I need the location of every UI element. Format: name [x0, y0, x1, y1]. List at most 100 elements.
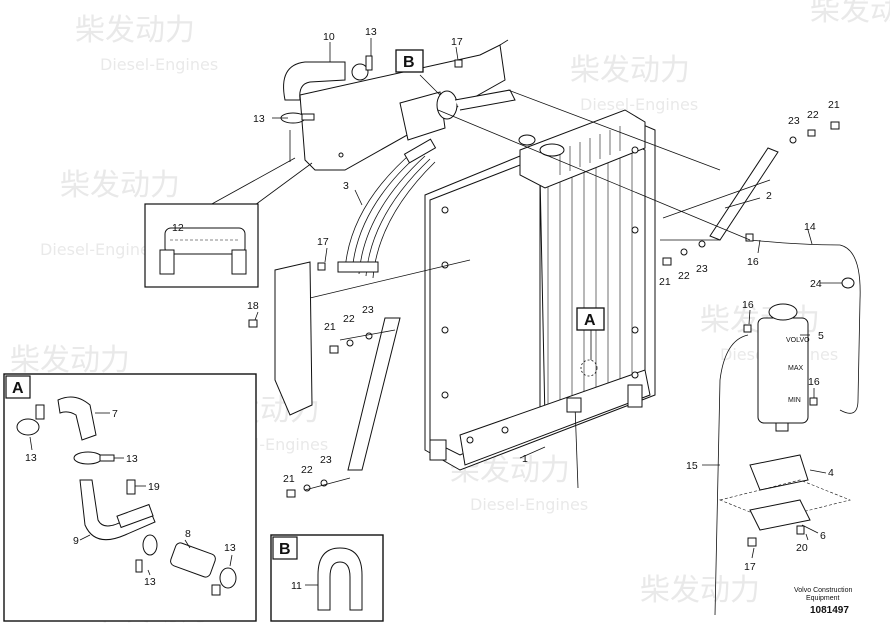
hose-15 [714, 334, 749, 616]
bracket-4 [749, 454, 809, 491]
detail-clamp-3-screw [135, 559, 143, 573]
watermark-cn: 柴发动力 [75, 13, 195, 48]
callout-22: 22 [807, 109, 819, 121]
hose-10 [283, 61, 346, 101]
callout-numbers: 10 13 17 13 3 12 17 18 21 22 23 21 22 23… [25, 26, 840, 592]
hardware [248, 59, 840, 547]
callout-13: 13 [224, 542, 236, 554]
callout-17: 17 [744, 561, 756, 573]
callout-23: 23 [362, 304, 374, 316]
bolt-20 [796, 525, 805, 535]
callout-7: 7 [112, 408, 118, 420]
callout-4: 4 [828, 467, 834, 479]
callout-2: 2 [766, 190, 772, 202]
callout-6: 6 [820, 530, 826, 542]
callout-21: 21 [828, 99, 840, 111]
watermark-cn: 柴发动力 [60, 168, 180, 203]
shroud-hole [338, 152, 344, 158]
watermark-en: Diesel-Engines [100, 55, 218, 74]
tank-bracket [719, 454, 851, 531]
detail-12-leader-2 [209, 157, 296, 206]
callout-13: 13 [126, 453, 138, 465]
location-tag-b [395, 49, 424, 73]
callout-10: 10 [323, 31, 335, 43]
bolt-21-mid [662, 257, 672, 266]
core-fins [547, 147, 633, 415]
callout-24: 24 [810, 278, 822, 290]
bottom-tank [459, 369, 651, 466]
callout-22: 22 [343, 313, 355, 325]
radiator-foot-right [627, 384, 643, 408]
radiator-foot-left [429, 439, 447, 461]
detail-box-b: B [270, 534, 384, 622]
callout-16: 16 [747, 256, 759, 268]
hose-8 [170, 542, 216, 578]
bolt-17-top [454, 59, 463, 68]
callout-5: 5 [818, 330, 824, 342]
tank-label-brand: VOLVO [786, 337, 810, 344]
clip-12-body [164, 227, 246, 255]
upper-pipe [399, 91, 446, 141]
detail-clamp-3 [142, 534, 158, 556]
clamp-screw-top [365, 55, 373, 71]
clip-16-c [809, 397, 818, 406]
callout-12: 12 [172, 222, 184, 234]
detail-b-tag [272, 536, 298, 560]
tank-bolt-holes [441, 146, 639, 444]
callout-17: 17 [451, 36, 463, 48]
bolt-21-top [830, 121, 840, 130]
detail-box-12 [144, 157, 313, 288]
shroud-edge [499, 39, 509, 46]
upper-bracket [454, 89, 516, 111]
hose-7 [57, 396, 97, 441]
bolt-18 [248, 319, 258, 328]
clamp-24 [841, 277, 855, 289]
bracket-6 [749, 499, 811, 531]
clip-16-a [743, 324, 752, 333]
hose-guide-clip-bottom [337, 261, 379, 273]
callout-22: 22 [301, 464, 313, 476]
detail-clamp-1-screw [35, 404, 45, 420]
callout-23: 23 [788, 115, 800, 127]
hose-guide-clip-top [403, 138, 437, 164]
tank-cap [768, 303, 798, 321]
tank-label-max: MAX [788, 365, 804, 372]
location-tag-a-letter: A [584, 312, 596, 329]
bolt-21-left [329, 345, 339, 354]
callout-17: 17 [317, 236, 329, 248]
detail-clamp-2 [73, 451, 103, 465]
callout-11: 11 [291, 580, 302, 592]
location-tag-b-letter: B [403, 54, 415, 71]
footer-company-line1: Volvo Construction [794, 587, 852, 594]
washer-23-top [789, 136, 797, 144]
watermark-cn: 柴发动力 [570, 53, 690, 88]
callout-8: 8 [185, 528, 191, 540]
watermark-en: Diesel-Engines [470, 495, 588, 514]
callout-21: 21 [659, 276, 671, 288]
drain-pipe [574, 404, 579, 489]
drain-valve [566, 397, 582, 413]
callout-16: 16 [808, 376, 820, 388]
footer-doc-number: 1081497 [810, 605, 849, 616]
shroud-plate [299, 39, 516, 171]
detail-a-location [580, 359, 598, 377]
washer-23-mid [698, 240, 706, 248]
callout-20: 20 [796, 542, 808, 554]
washer-22-left [346, 339, 354, 347]
callout-9: 9 [73, 535, 79, 547]
upper-pipe-end [436, 90, 458, 120]
washer-22-mid [680, 248, 688, 256]
detail-a-letter: A [12, 380, 24, 397]
clip-12-foot-right [231, 249, 247, 275]
callout-23: 23 [696, 263, 708, 275]
washer-23-left [365, 332, 373, 340]
callout-13: 13 [253, 113, 265, 125]
callout-21: 21 [324, 321, 336, 333]
detail-clamp-4 [219, 567, 237, 589]
detail-clamp-2-screw [99, 454, 115, 462]
clip-16-b [745, 233, 754, 242]
bolt-17-bracket [747, 537, 757, 547]
watermark-cn: 柴发动力 [640, 573, 760, 608]
